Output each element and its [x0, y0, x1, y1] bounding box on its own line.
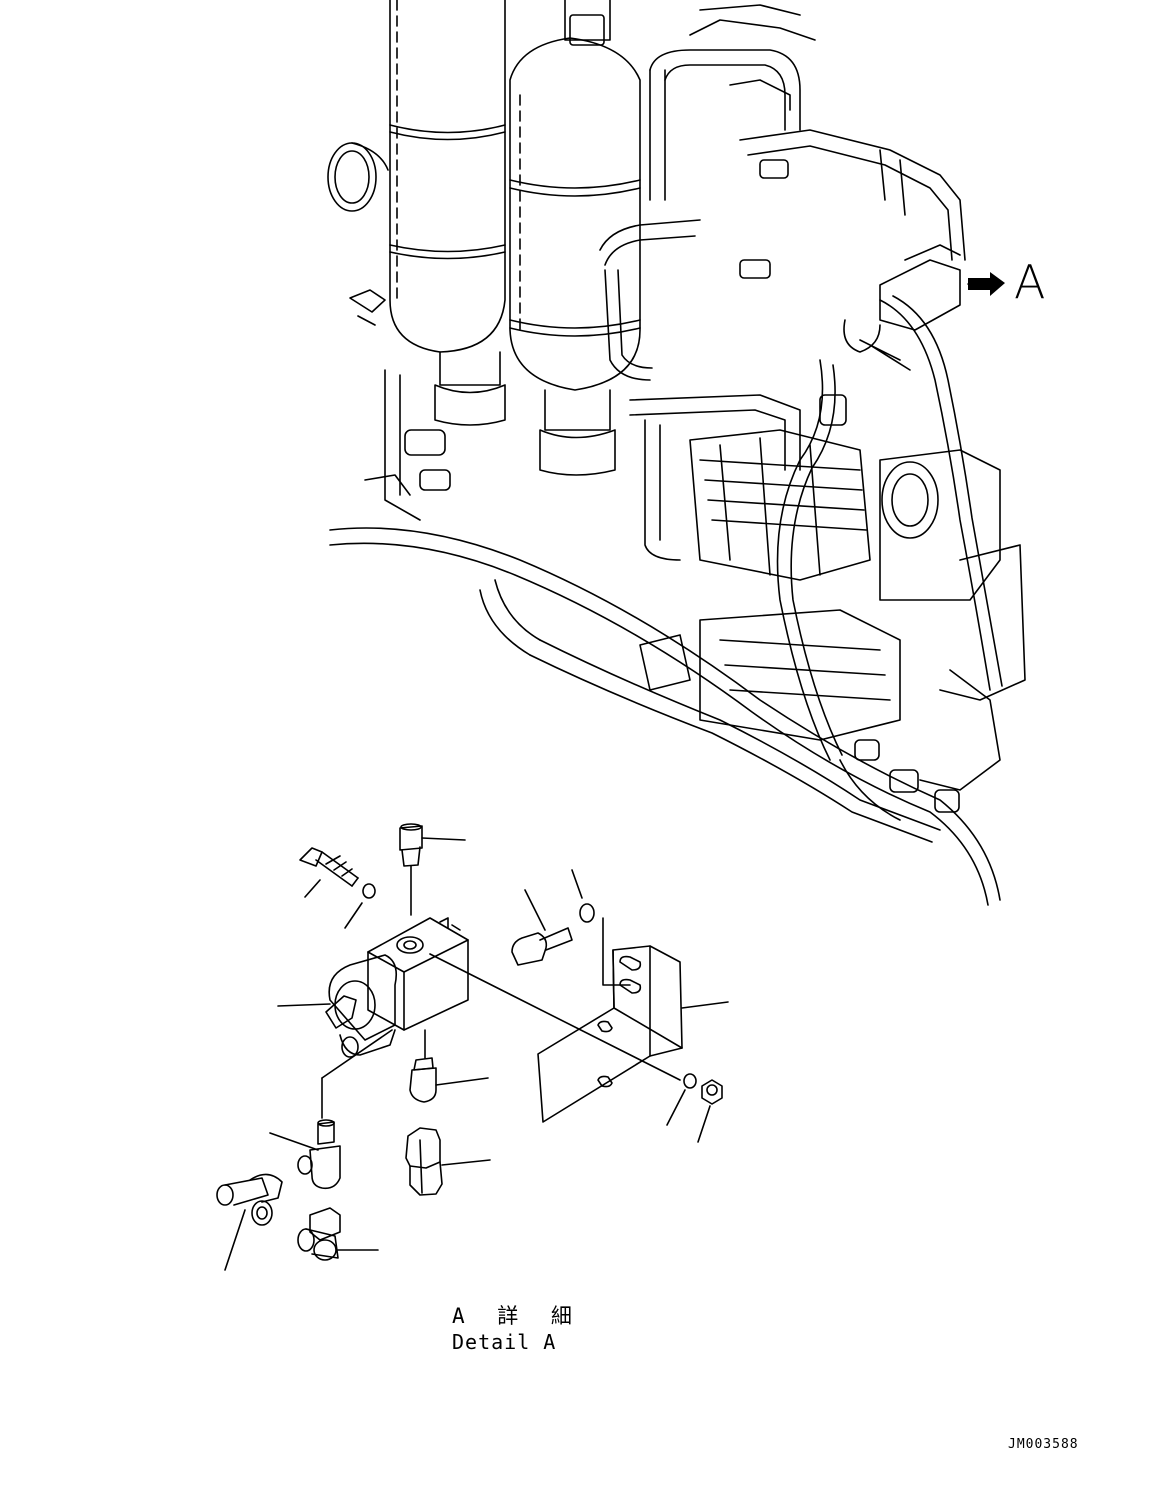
check-valve-fitting — [269, 1029, 393, 1190]
elbow-fitting-2 — [297, 1207, 379, 1261]
solenoid-valve-block — [277, 917, 681, 1081]
lower-fitting — [409, 1029, 489, 1103]
detail-title-english: Detail A — [452, 1330, 557, 1354]
callout-arrow — [968, 272, 1005, 296]
callout-label-a: A — [1014, 255, 1046, 309]
washer-2 — [579, 903, 595, 923]
elbow-fitting-1 — [216, 1173, 283, 1271]
right-tank — [509, 0, 641, 476]
left-tank — [389, 0, 506, 426]
machine-assembly — [327, 0, 1026, 906]
long-bolt — [299, 847, 359, 898]
round-port — [327, 142, 389, 212]
detail-a-exploded-view — [216, 823, 729, 1271]
bracket-bolt — [511, 889, 573, 966]
detail-title-japanese: A 詳 細 — [452, 1304, 582, 1328]
hex-coupling — [405, 1127, 491, 1196]
top-fitting — [399, 823, 466, 916]
pipework — [329, 4, 1026, 906]
bracket — [537, 945, 729, 1123]
washer-3 — [683, 1073, 697, 1089]
washer-1 — [362, 883, 376, 899]
drawing-number: JM003588 — [1008, 1437, 1079, 1452]
nut — [697, 1079, 723, 1143]
